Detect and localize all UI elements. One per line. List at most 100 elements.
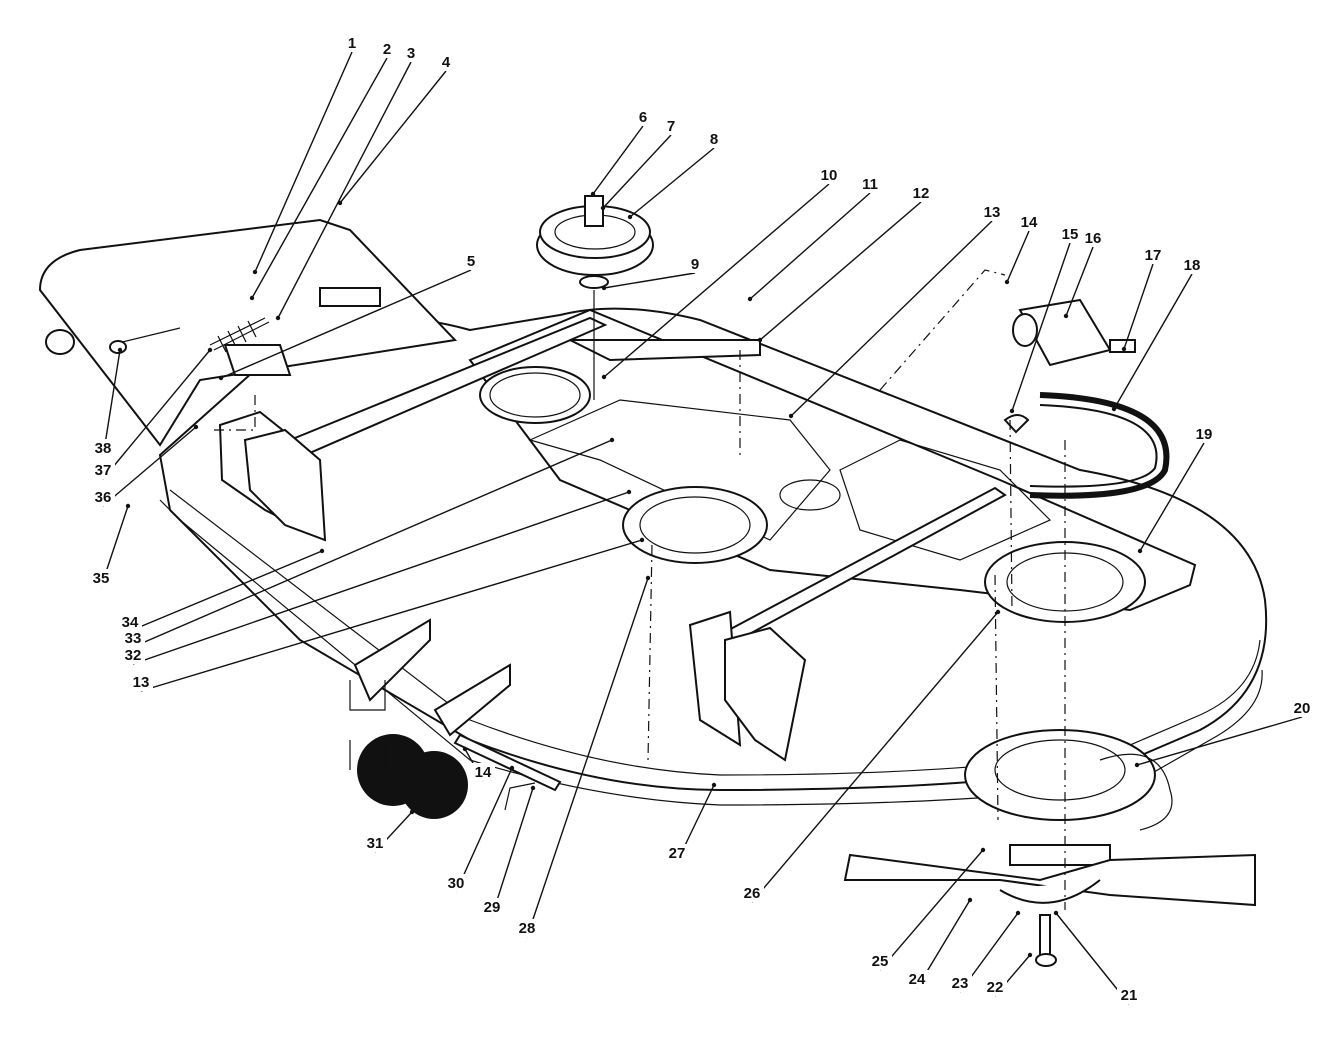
- leader-dot-30: [409, 809, 415, 815]
- leader-dot-10: [747, 296, 753, 302]
- callout-label-3: 4: [442, 54, 451, 71]
- callout-label-14: 15: [1062, 226, 1079, 243]
- callout-bg-28: [480, 898, 504, 916]
- callout-bg-13: [1017, 213, 1041, 231]
- leader-dot-32: [639, 537, 645, 543]
- callout-bg-15: [1081, 229, 1105, 247]
- leader-line-9: [603, 183, 830, 378]
- mower-blade: [843, 853, 1256, 967]
- callout-label-25: 26: [744, 885, 761, 902]
- front-brackets: [218, 410, 807, 762]
- callout-bg-30: [363, 834, 387, 852]
- callout-label-19: 20: [1294, 700, 1311, 717]
- leader-line-7: [629, 147, 715, 218]
- callout-bg-8: [683, 255, 707, 273]
- leader-dot-22: [1015, 910, 1021, 916]
- leader-line-25: [751, 611, 999, 903]
- callout-bg-21: [983, 978, 1007, 996]
- callout-bg-14: [1058, 225, 1082, 243]
- callout-label-13: 14: [1021, 214, 1038, 231]
- pulley-assembly: [536, 195, 654, 400]
- leader-dot-29: [509, 765, 515, 771]
- callout-label-30: 31: [367, 835, 384, 852]
- leader-dot-4: [218, 375, 224, 381]
- callout-label-22: 23: [952, 975, 969, 992]
- callout-label-31: 14: [475, 764, 492, 781]
- callout-label-17: 18: [1184, 257, 1201, 274]
- leader-line-27: [526, 577, 649, 938]
- leader-line-11: [759, 201, 922, 341]
- leader-dot-25: [995, 609, 1001, 615]
- callout-bg-7: [702, 130, 726, 148]
- leader-dot-1: [249, 295, 255, 301]
- leader-line-0: [254, 51, 353, 273]
- callout-label-39: 38: [95, 440, 112, 457]
- callout-bg-27: [515, 919, 539, 937]
- callout-label-8: 9: [691, 256, 699, 273]
- callout-label-20: 21: [1121, 987, 1138, 1004]
- callout-bg-26: [665, 844, 689, 862]
- callout-label-24: 25: [872, 953, 889, 970]
- callout-bg-0: [340, 34, 364, 52]
- callout-bg-5: [631, 108, 655, 126]
- leader-line-14: [1011, 242, 1071, 412]
- spring-assembly: [109, 287, 381, 376]
- leader-dot-16: [1121, 346, 1127, 352]
- callout-bg-19: [1290, 699, 1314, 717]
- leader-line-32: [140, 539, 643, 692]
- leader-dot-15: [1063, 313, 1069, 319]
- drive-spindle: [964, 729, 1173, 866]
- leader-line-38: [102, 349, 211, 480]
- callout-bg-35: [118, 613, 142, 631]
- callout-bg-4: [459, 252, 483, 270]
- callout-bg-33: [121, 646, 145, 664]
- leader-dot-27: [645, 575, 651, 581]
- callout-bg-25: [740, 884, 764, 902]
- leader-dot-12: [788, 413, 794, 419]
- leader-line-1: [251, 57, 388, 299]
- leader-dot-34: [609, 437, 615, 443]
- leader-line-17: [1113, 273, 1193, 410]
- callout-label-37: 36: [95, 489, 112, 506]
- leader-line-20: [1055, 912, 1130, 1005]
- leader-dot-33: [626, 489, 632, 495]
- callout-label-12: 13: [984, 204, 1001, 221]
- leader-line-5: [592, 125, 644, 195]
- spindle-openings: [479, 366, 1146, 623]
- leader-dot-14: [1009, 408, 1015, 414]
- leader-line-3: [339, 70, 447, 204]
- leader-dot-19: [1134, 762, 1140, 768]
- leader-line-2: [277, 61, 412, 319]
- callout-label-4: 5: [467, 253, 475, 270]
- leader-dot-23: [967, 897, 973, 903]
- leader-dot-26: [711, 782, 717, 788]
- callout-bg-1: [375, 40, 399, 58]
- leader-dot-37: [193, 424, 199, 430]
- leader-line-10: [749, 192, 871, 300]
- callout-label-27: 28: [519, 920, 536, 937]
- motor-capacitor: [1003, 298, 1136, 434]
- callout-label-10: 11: [862, 176, 878, 193]
- leader-dot-13: [1004, 279, 1010, 285]
- callout-bg-24: [868, 952, 892, 970]
- callout-bg-22: [948, 974, 972, 992]
- callout-bg-36: [89, 569, 113, 587]
- leader-dot-35: [319, 548, 325, 554]
- callout-bg-37: [91, 488, 115, 506]
- leader-dot-36: [125, 503, 131, 509]
- assembly-lines: [210, 269, 1066, 910]
- callout-label-18: 19: [1196, 426, 1213, 443]
- callout-bg-17: [1180, 256, 1204, 274]
- leader-dot-17: [1111, 406, 1117, 412]
- callout-label-0: 1: [348, 35, 356, 52]
- leader-dot-7: [627, 214, 633, 220]
- callout-bg-16: [1141, 246, 1165, 264]
- leader-line-29: [455, 767, 513, 893]
- leader-line-15: [1065, 246, 1094, 317]
- leader-line-4: [220, 269, 472, 379]
- callout-label-23: 24: [909, 971, 926, 988]
- leader-line-28: [491, 787, 534, 917]
- leader-line-34: [132, 439, 613, 648]
- callout-label-33: 32: [125, 647, 142, 664]
